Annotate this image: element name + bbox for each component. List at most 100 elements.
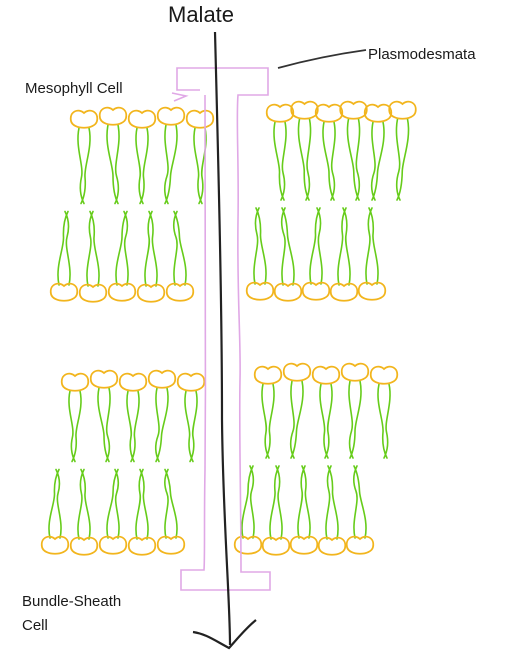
phospholipid-head (388, 100, 417, 120)
bundle-sheath-left-bilayer (40, 369, 206, 556)
phospholipid-tail (189, 390, 198, 463)
phospholipid-head (176, 372, 206, 392)
phospholipid-head (98, 106, 128, 126)
phospholipid-tail (123, 210, 129, 286)
phospholipid-tail (173, 210, 187, 286)
phospholipid-tail (327, 465, 339, 540)
phospholipid-tail (57, 210, 69, 286)
phospholipid-tail (280, 121, 287, 201)
phospholipid-tail (337, 207, 347, 286)
phospholipid-tail (352, 465, 358, 539)
mesophyll-cell-label: Mesophyll Cell (25, 80, 123, 97)
phospholipid-head (301, 281, 331, 301)
mesophyll-right-bilayer (245, 100, 417, 302)
phospholipid-tail (396, 118, 410, 201)
phospholipid-head (107, 282, 137, 302)
phospholipid-tail (115, 210, 128, 286)
phospholipid-head (98, 535, 128, 555)
phospholipid-tail (253, 207, 260, 285)
phospholipid-tail (325, 465, 332, 540)
phospholipid-head (147, 369, 177, 389)
bundle-sheath-label-line2: Cell (22, 617, 48, 634)
phospholipid-head (265, 103, 295, 123)
phospholipid-tail (106, 468, 119, 539)
phospholipid-head (282, 362, 312, 382)
phospholipid-tail (144, 210, 153, 287)
phospholipid-head (233, 535, 263, 555)
phospholipid-tail (370, 121, 376, 201)
phospholipid-tail (135, 127, 144, 205)
phospholipid-head (357, 281, 387, 301)
phospholipid-tail (80, 468, 91, 540)
phospholipid-tail (163, 468, 169, 539)
phospholipid-head (156, 106, 186, 126)
phospholipid-tail (135, 468, 144, 540)
phospholipid-tail (163, 124, 169, 205)
phospholipid-tail (281, 207, 295, 286)
phospholipid-head (69, 109, 99, 129)
phospholipid-tail (289, 380, 295, 459)
phospholipid-head (40, 535, 70, 555)
phospholipid-head (60, 372, 90, 392)
phospholipid-tail (348, 380, 354, 459)
phospholipid-head (273, 282, 303, 302)
phospholipid-tail (172, 210, 178, 286)
phospholipid-tail (342, 207, 351, 286)
phospholipid-tail (330, 121, 336, 201)
phospholipid-head (245, 281, 275, 301)
phospholipid-tail (86, 210, 94, 287)
phospholipid-tail (269, 465, 280, 540)
phospholipid-head (369, 365, 399, 385)
phospholipid-head (340, 362, 370, 382)
phospholipid-tail (324, 383, 333, 459)
plasmodesmata-channel (171, 67, 271, 591)
plasmodesmata-outline (171, 67, 271, 591)
phospholipid-tail (265, 383, 275, 459)
phospholipid-tail (368, 207, 379, 285)
phospholipid-head (78, 283, 108, 303)
phospholipid-tail (105, 387, 111, 463)
phospholipid-tail (322, 121, 335, 201)
phospholipid-head (127, 109, 157, 129)
phospholipid-tail (71, 390, 82, 463)
phospholipid-tail (275, 465, 283, 540)
phospholipid-tail (255, 207, 267, 285)
phospholipid-tail (395, 118, 401, 201)
phospholipid-tail (371, 121, 385, 201)
phospholipid-tail (241, 465, 254, 539)
phospholipid-tail (139, 127, 149, 205)
phospholipid-tail (130, 390, 140, 463)
mesophyll-left-bilayer (49, 106, 215, 303)
phospholipid-head (156, 535, 186, 555)
phospholipid-tail (64, 210, 71, 286)
phospholipid-tail (139, 468, 149, 540)
phospholipid-head (253, 365, 283, 385)
bundle-sheath-label-line1: Bundle-Sheath (22, 593, 122, 610)
phospholipid-head (261, 536, 291, 556)
malate-arrow (192, 31, 257, 650)
phospholipid-head (314, 103, 344, 123)
malate-label: Malate (168, 2, 235, 27)
phospholipid-tail (154, 387, 160, 463)
phospholipid-tail (80, 127, 91, 205)
phospholipid-head (290, 100, 319, 120)
phospholipid-tail (280, 207, 286, 286)
phospholipid-tail (97, 387, 110, 463)
phospholipid-tail (114, 468, 120, 539)
phospholipid-head (185, 109, 215, 129)
phospholipid-head (311, 365, 341, 385)
phospholipid-tail (55, 468, 62, 539)
phospholipid-tail (349, 380, 362, 459)
phospholipid-tail (249, 465, 255, 539)
phospholipid-tail (48, 468, 60, 539)
phospholipid-tail (155, 387, 169, 463)
phospholipid-head (136, 283, 166, 303)
phospholipid-tail (377, 383, 388, 459)
plasmodesmata-pointer-line (277, 49, 367, 69)
phospholipid-tail (301, 465, 311, 539)
phospholipid-tail (164, 468, 178, 539)
malate-arrow-shaft (213, 31, 232, 646)
phospholipid-tail (273, 121, 285, 201)
phospholipid-tail (290, 380, 304, 459)
